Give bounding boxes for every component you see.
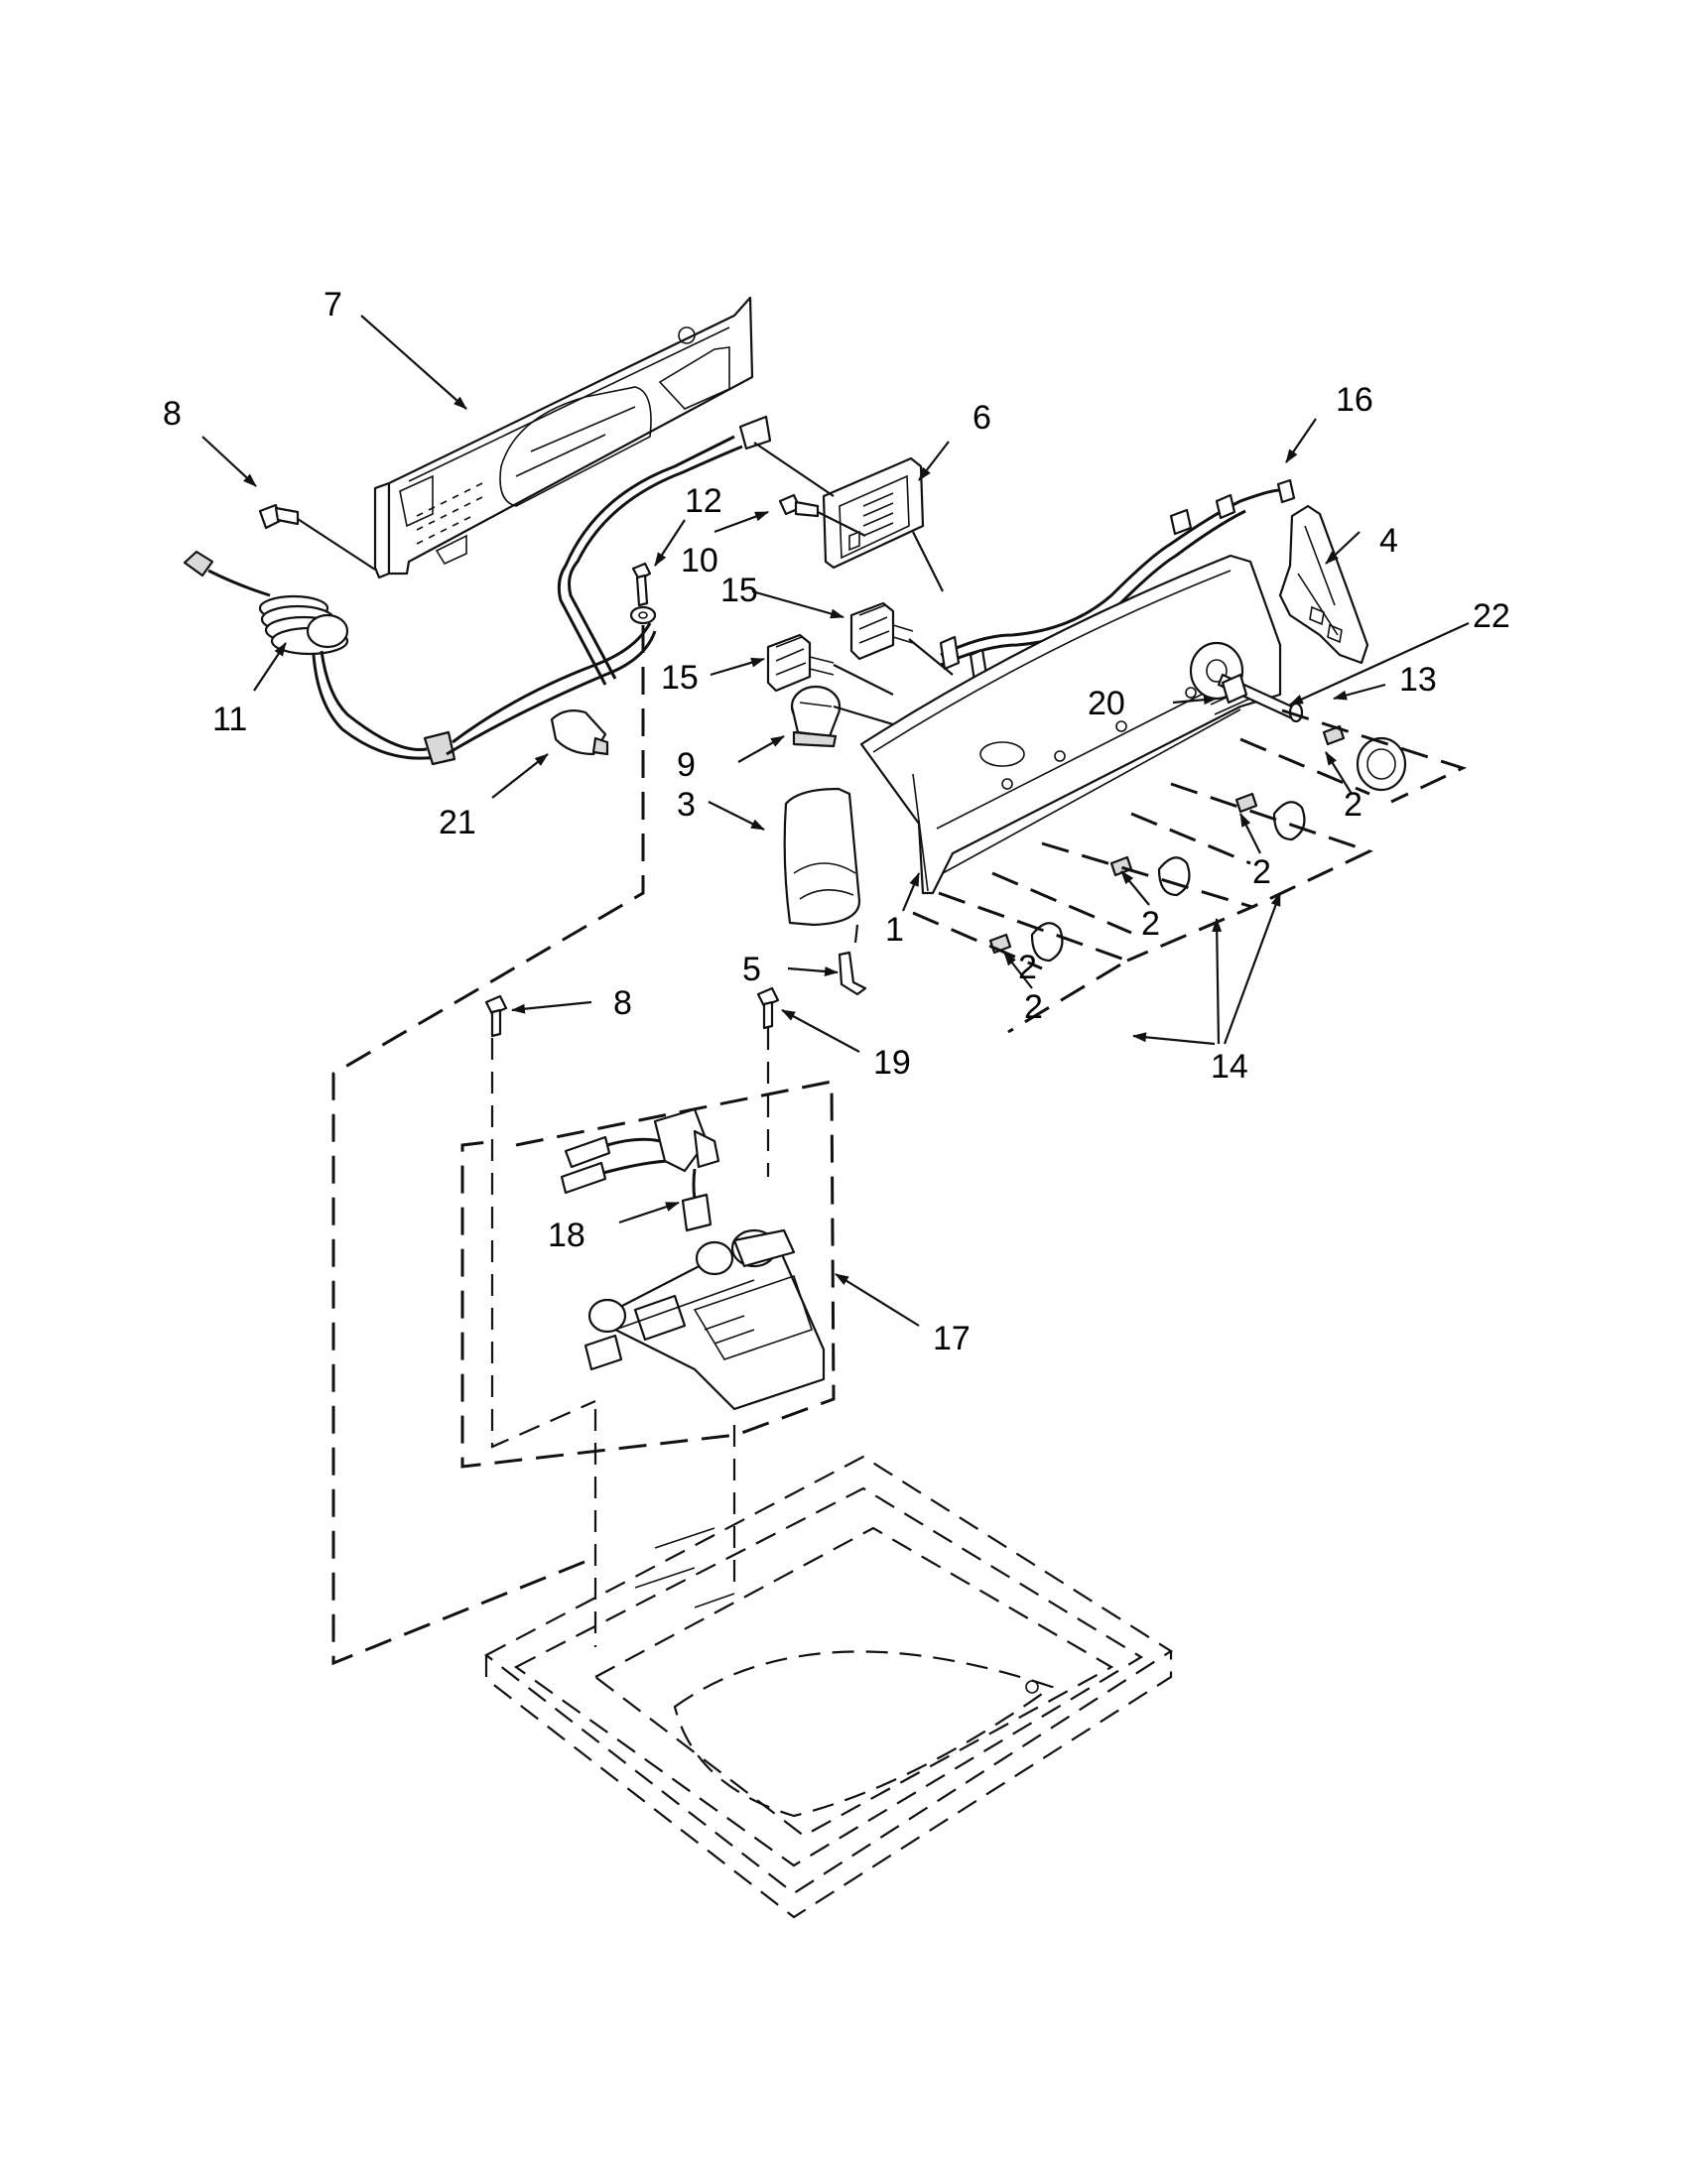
callout-2-e: 2 xyxy=(1018,949,1037,986)
callout-2-a: 2 xyxy=(1344,786,1363,824)
part-cord-clip xyxy=(550,709,609,756)
callout-15-lower: 15 xyxy=(661,659,699,697)
part-board-screw xyxy=(778,493,820,518)
callout-8-upper: 8 xyxy=(163,395,182,433)
callout-labels: 7 8 6 16 12 10 15 15 4 22 13 20 11 9 3 2… xyxy=(163,286,1510,1357)
callout-19: 19 xyxy=(873,1044,911,1082)
part-timer-switch xyxy=(790,685,842,748)
part-console-housing xyxy=(859,554,1282,895)
part-valve-wiring xyxy=(560,1107,720,1232)
callout-2-b: 2 xyxy=(1252,853,1271,891)
knob-group-boxes xyxy=(912,708,1468,1034)
callout-5: 5 xyxy=(742,951,761,988)
callout-11: 11 xyxy=(212,701,247,738)
callout-14: 14 xyxy=(1211,1048,1248,1086)
part-dispenser-cover xyxy=(783,787,861,927)
part-selector-knob-1 xyxy=(1234,792,1306,841)
part-screw-lower xyxy=(484,994,508,1038)
callout-leaders xyxy=(201,315,1470,1327)
part-control-board xyxy=(822,456,925,570)
part-screw-valve xyxy=(756,986,780,1030)
base-top-cover xyxy=(483,1455,1174,1919)
callout-18: 18 xyxy=(548,1217,585,1254)
callout-22: 22 xyxy=(1473,597,1510,635)
callout-20: 20 xyxy=(1088,685,1125,722)
callout-1: 1 xyxy=(885,911,904,949)
part-end-bracket xyxy=(1278,504,1369,665)
callout-4: 4 xyxy=(1379,522,1398,560)
part-shaft xyxy=(1217,673,1304,723)
part-screw-washer xyxy=(629,562,657,625)
callout-17: 17 xyxy=(933,1320,971,1357)
water-valve-group-box xyxy=(460,1080,836,1469)
callout-21: 21 xyxy=(439,804,476,841)
callout-9: 9 xyxy=(677,746,696,784)
callout-10: 10 xyxy=(681,542,718,579)
part-switch-upper xyxy=(849,601,914,661)
callout-7: 7 xyxy=(324,286,342,323)
callout-12: 12 xyxy=(685,482,722,520)
part-selector-knob-2 xyxy=(1109,855,1191,897)
callout-13: 13 xyxy=(1399,661,1437,699)
callout-6: 6 xyxy=(973,399,991,437)
callout-3: 3 xyxy=(677,786,696,824)
callout-2-d: 2 xyxy=(1024,988,1043,1026)
part-selector-knob-3 xyxy=(988,922,1064,963)
callout-8-lower: 8 xyxy=(613,984,632,1022)
part-water-valve-assembly xyxy=(584,1228,826,1411)
callout-16: 16 xyxy=(1336,381,1373,419)
part-screw-upper xyxy=(258,503,376,571)
part-rear-console-panel xyxy=(373,296,754,579)
part-cover-clip xyxy=(838,951,867,996)
assembly-lines xyxy=(331,442,954,1666)
callout-2-c: 2 xyxy=(1141,905,1160,943)
part-switch-lower xyxy=(766,633,835,693)
part-main-knob xyxy=(1322,724,1407,792)
callout-15-upper: 15 xyxy=(720,572,758,609)
